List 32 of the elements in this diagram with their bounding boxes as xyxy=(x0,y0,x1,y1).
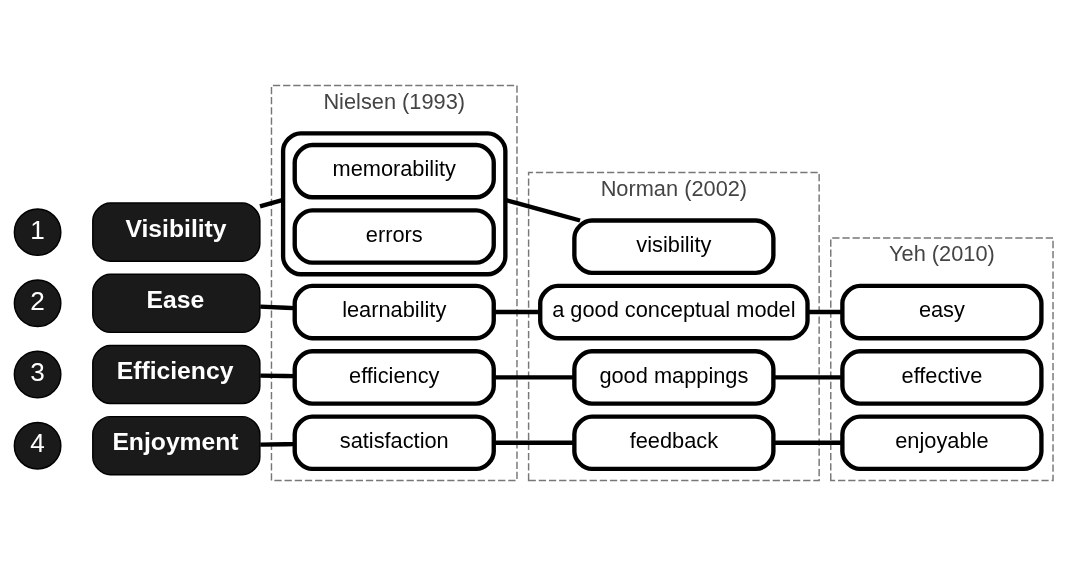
node-circle: 3 xyxy=(13,350,62,399)
node-box: Visibility xyxy=(92,202,261,262)
node-box: memorability xyxy=(292,142,496,200)
node-box: effective xyxy=(840,349,1044,406)
node-box: a good conceptual model xyxy=(538,283,810,341)
node-circle: 4 xyxy=(13,421,62,470)
connector xyxy=(494,440,574,445)
node-circle: 1 xyxy=(13,208,62,257)
node-box: efficiency xyxy=(292,349,496,406)
connector xyxy=(773,375,843,380)
connector xyxy=(807,309,843,315)
connector xyxy=(494,375,574,380)
connector xyxy=(260,373,295,379)
node-box: visibility xyxy=(572,218,776,275)
cluster xyxy=(280,131,508,277)
node-box: errors xyxy=(292,208,496,265)
node-box: enjoyable xyxy=(840,414,1044,472)
node-box: Enjoyment xyxy=(92,415,261,476)
node-box: good mappings xyxy=(572,349,776,406)
node-box: feedback xyxy=(572,414,776,472)
connector xyxy=(260,441,295,447)
node-box: satisfaction xyxy=(292,414,496,472)
node-circle: 2 xyxy=(13,279,62,328)
connector xyxy=(504,197,581,223)
connector xyxy=(259,197,284,209)
node-box: learnability xyxy=(292,283,496,341)
node-box: Ease xyxy=(92,273,261,334)
connector xyxy=(494,309,540,315)
connector xyxy=(773,440,843,445)
connector xyxy=(260,304,295,311)
node-box: Efficiency xyxy=(92,344,261,405)
node-box: easy xyxy=(840,283,1044,341)
